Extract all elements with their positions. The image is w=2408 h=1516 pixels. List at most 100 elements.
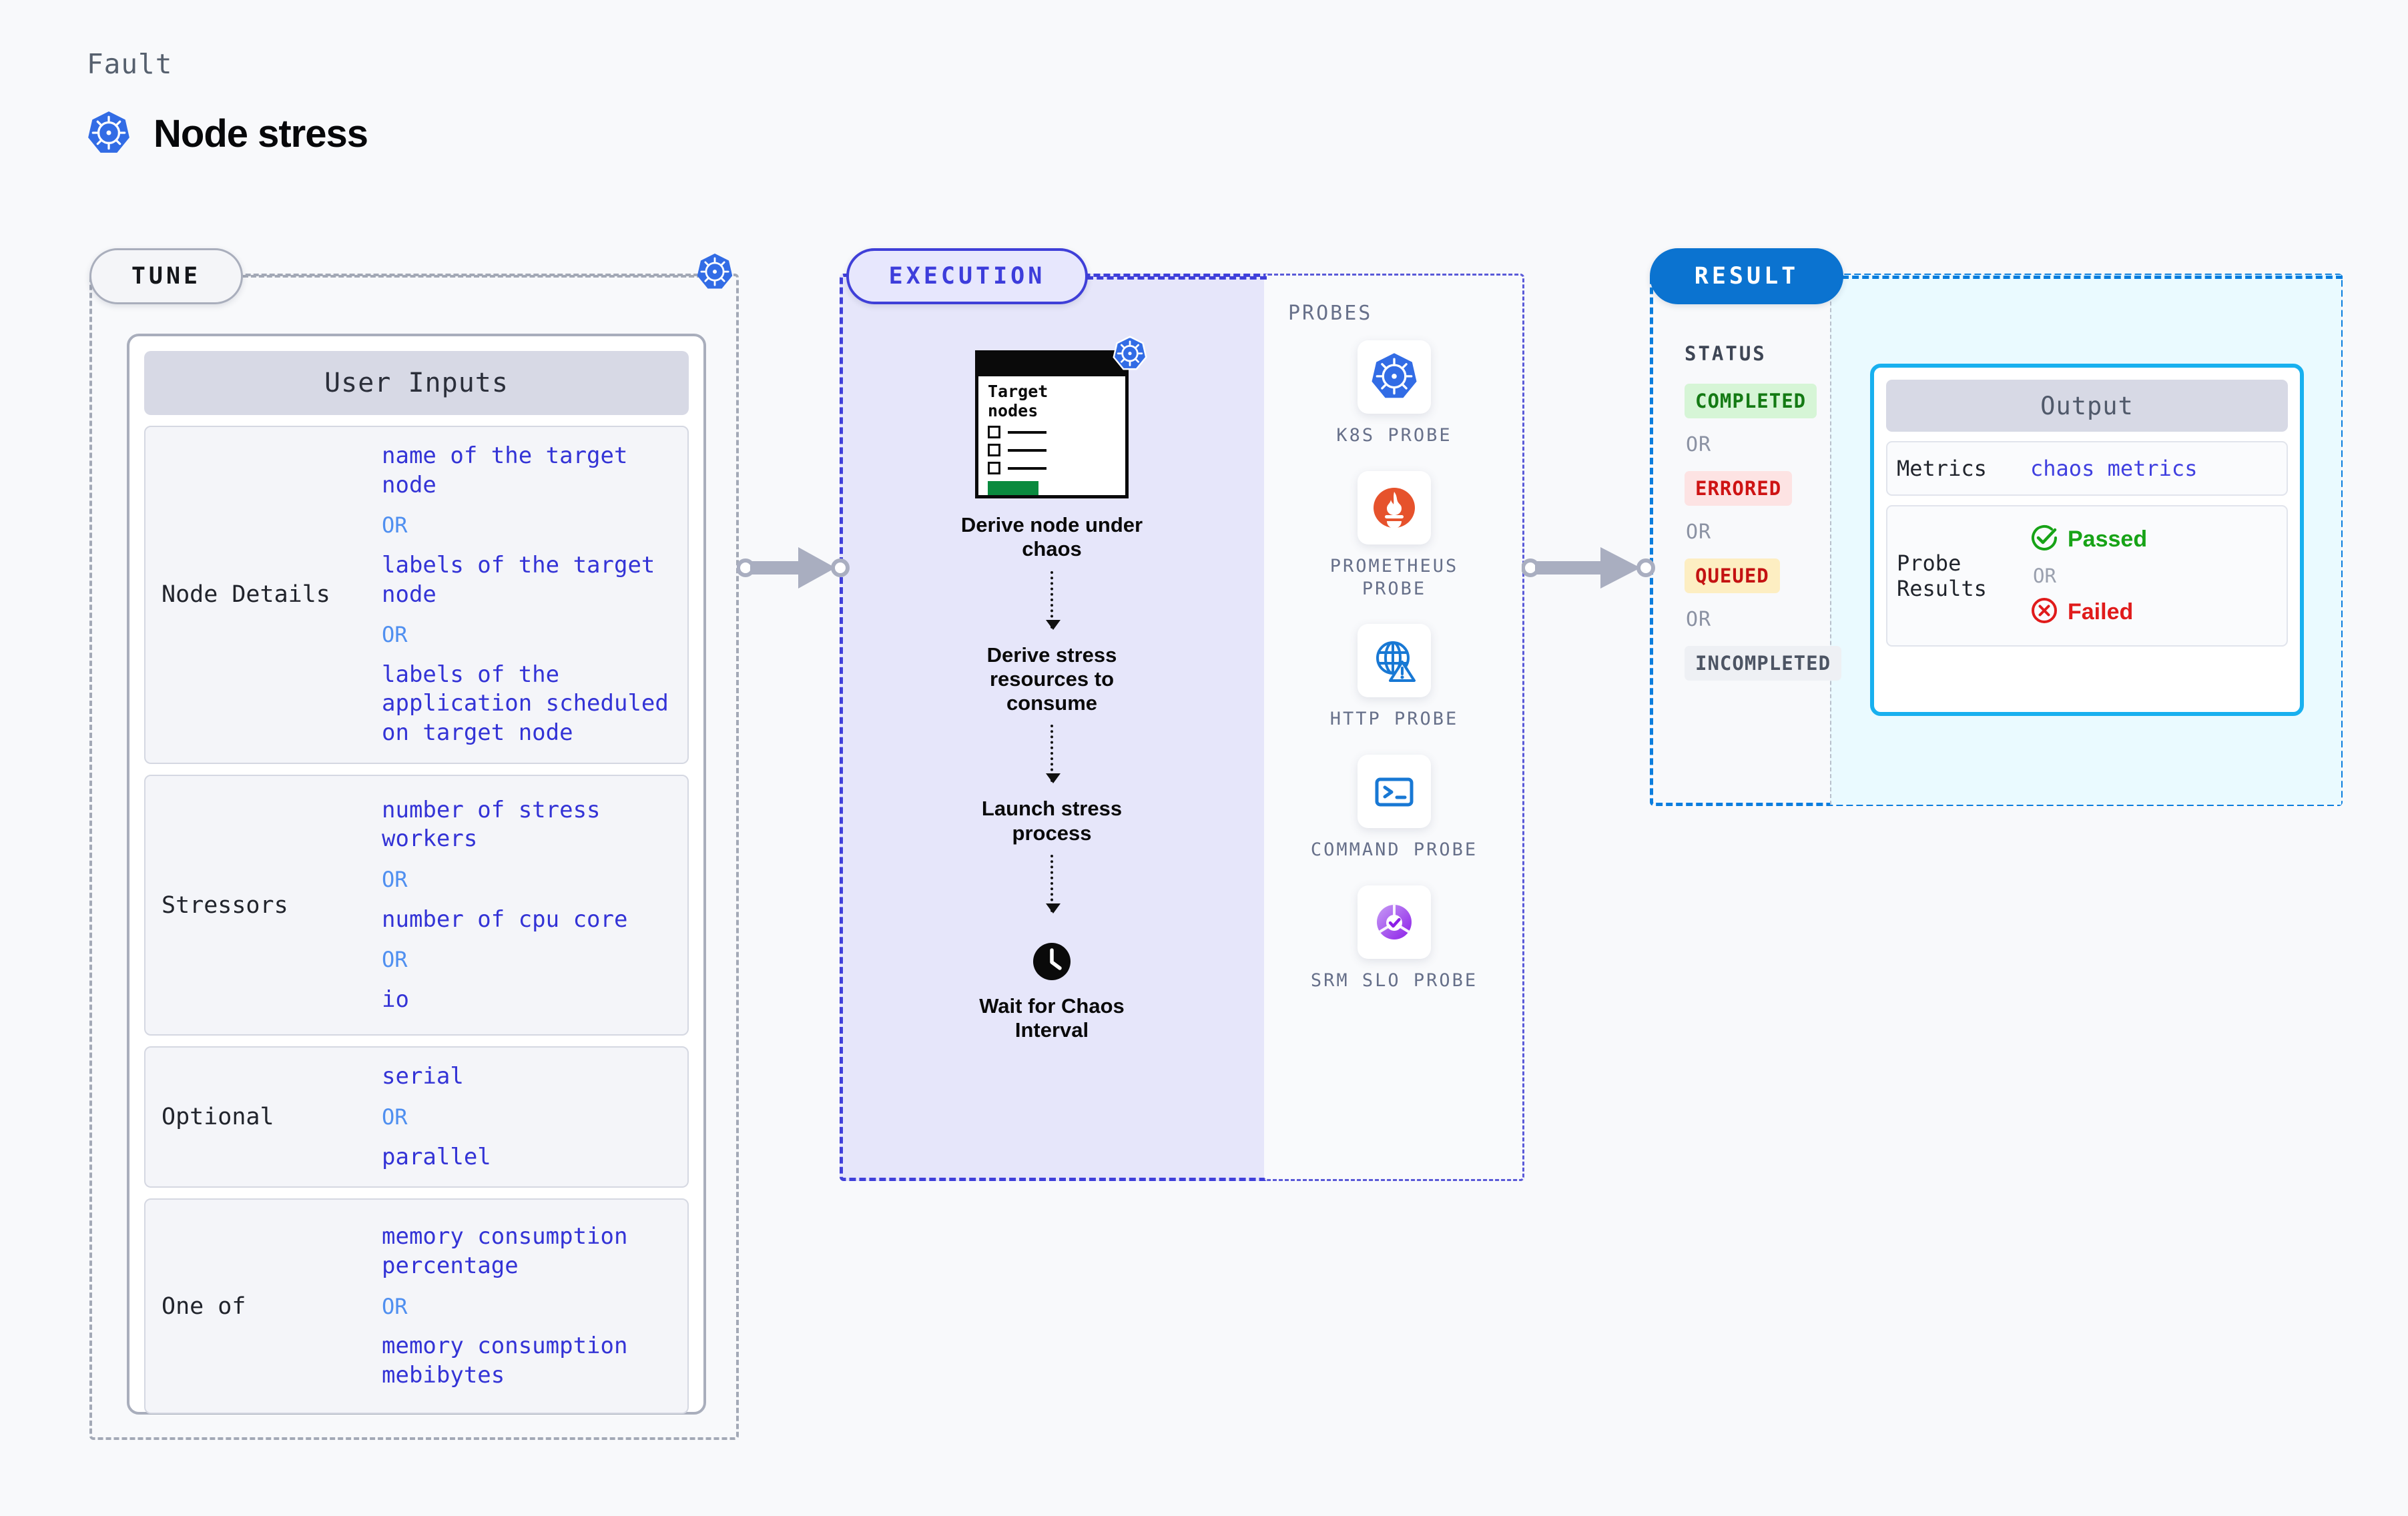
line-placeholder [1008,448,1046,452]
or-label: OR [1686,520,1712,544]
status-title: STATUS [1685,342,1767,365]
probe-result-failed: Failed [2030,597,2277,628]
kubernetes-icon [1113,336,1147,372]
x-circle-icon [2030,597,2058,628]
metrics-value: chaos metrics [2030,456,2198,482]
row-value: memory consumption percentage [382,1223,628,1279]
probe-label: COMMAND PROBE [1310,839,1478,860]
checkbox-icon [988,462,1000,474]
input-row-one-of[interactable]: One of memory consumption percentage OR … [144,1198,689,1415]
arrow-execution-to-result [1521,539,1655,600]
result-badge[interactable]: RESULT [1650,248,1843,304]
row-value: labels of the target node [382,551,655,608]
probe-label: SRM SLO PROBE [1310,970,1478,991]
result-connector-line [1842,276,2343,279]
list-item [988,426,1125,438]
execution-connector-line [1087,276,1267,280]
page-kicker-label: Fault [87,48,173,80]
probe-result-passed: Passed [2030,524,2277,555]
probe-item-k8s[interactable]: K8S PROBE [1294,340,1494,447]
target-card-title-line2: nodes [988,400,1038,420]
or-label: OR [382,1293,408,1319]
checkbox-icon [988,444,1000,456]
or-label: OR [382,622,408,648]
kubernetes-icon [87,110,131,157]
execution-step-label: Derive node under chaos [960,513,1143,561]
status-badge-incompleted: INCOMPLETED [1685,646,1842,681]
user-inputs-card: User Inputs Node Details name of the tar… [127,334,706,1415]
status-badge-completed: COMPLETED [1685,384,1817,418]
row-value: memory consumption mebibytes [382,1333,628,1389]
target-card-title-line1: Target [988,382,1048,401]
arrow-tune-to-execution [736,539,850,600]
terminal-icon [1358,755,1431,828]
probes-section-frame [1264,274,1524,1181]
row-value: parallel [382,1143,491,1170]
clock-icon [1032,941,1072,985]
row-label: One of [162,1292,246,1320]
kubernetes-icon [696,252,733,292]
slo-donut-check-icon [1358,885,1431,959]
probes-list: K8S PROBE PROMETHEUS PROBE [1264,340,1524,992]
row-value: number of cpu core [382,905,628,933]
line-placeholder [1008,430,1046,434]
tune-connector-line [243,275,710,278]
execution-flow: Target nodes Derive node under chaos D [840,314,1264,1042]
page-title: Node stress [154,111,368,155]
input-row-optional[interactable]: Optional serial OR parallel [144,1046,689,1188]
page-title-row: Node stress [87,110,368,157]
status-badge-errored: ERRORED [1685,471,1793,506]
or-label: OR [382,1104,408,1130]
execution-badge[interactable]: EXECUTION [846,248,1088,304]
probe-item-srm-slo[interactable]: SRM SLO PROBE [1294,885,1494,992]
row-label: Probe Results [1897,550,1987,602]
progress-bar [988,481,1038,495]
list-item [988,462,1125,474]
row-value: labels of the application scheduled on t… [382,661,669,746]
probe-item-http[interactable]: HTTP PROBE [1294,624,1494,731]
or-label: OR [382,866,408,892]
list-item [988,444,1125,456]
input-row-stressors[interactable]: Stressors number of stress workers OR nu… [144,774,689,1036]
probes-title: PROBES [1288,302,1373,325]
probe-label: HTTP PROBE [1329,709,1459,730]
or-label: OR [382,947,408,973]
row-label: Node Details [162,581,330,609]
status-list: COMPLETED OR ERRORED OR QUEUED OR INCOMP… [1685,384,1885,681]
row-value: serial [382,1063,464,1090]
status-badge-queued: QUEUED [1685,558,1780,593]
or-label: OR [1686,433,1712,456]
row-value: number of stress workers [382,796,601,853]
output-row-metrics[interactable]: Metrics chaos metrics [1886,441,2288,496]
output-row-probe-results[interactable]: Probe Results Passed OR [1886,505,2288,647]
or-label: OR [2033,564,2056,588]
line-placeholder [1008,466,1046,470]
globe-warning-icon [1358,624,1431,698]
probe-label: PROMETHEUS PROBE [1329,555,1459,599]
execution-step-label: Launch stress process [981,797,1123,845]
row-value: io [382,986,409,1013]
row-label: Metrics [1897,456,1987,481]
kubernetes-icon [1358,340,1431,414]
flow-arrow-down [1046,854,1061,913]
or-label: OR [382,512,408,538]
flow-arrow-down [1046,725,1061,784]
tune-badge[interactable]: TUNE [89,248,243,304]
output-card: Output Metrics chaos metrics Probe Resul… [1870,364,2304,716]
prometheus-icon [1358,470,1431,544]
row-label: Optional [162,1104,274,1131]
checkbox-icon [988,426,1000,438]
probe-item-command[interactable]: COMMAND PROBE [1294,755,1494,861]
probe-item-prometheus[interactable]: PROMETHEUS PROBE [1294,470,1494,601]
window-titlebar [978,354,1125,376]
user-inputs-title: User Inputs [144,351,689,415]
row-label: Stressors [162,891,288,919]
target-nodes-card: Target nodes [975,336,1147,498]
or-label: OR [1686,608,1712,631]
input-row-node-details[interactable]: Node Details name of the target node OR … [144,426,689,764]
row-value: name of the target node [382,442,628,498]
execution-step-label: Derive stress resources to consume [986,643,1117,715]
output-title: Output [1886,380,2288,432]
check-circle-icon [2030,524,2058,555]
execution-step-label: Wait for Chaos Interval [979,994,1125,1042]
